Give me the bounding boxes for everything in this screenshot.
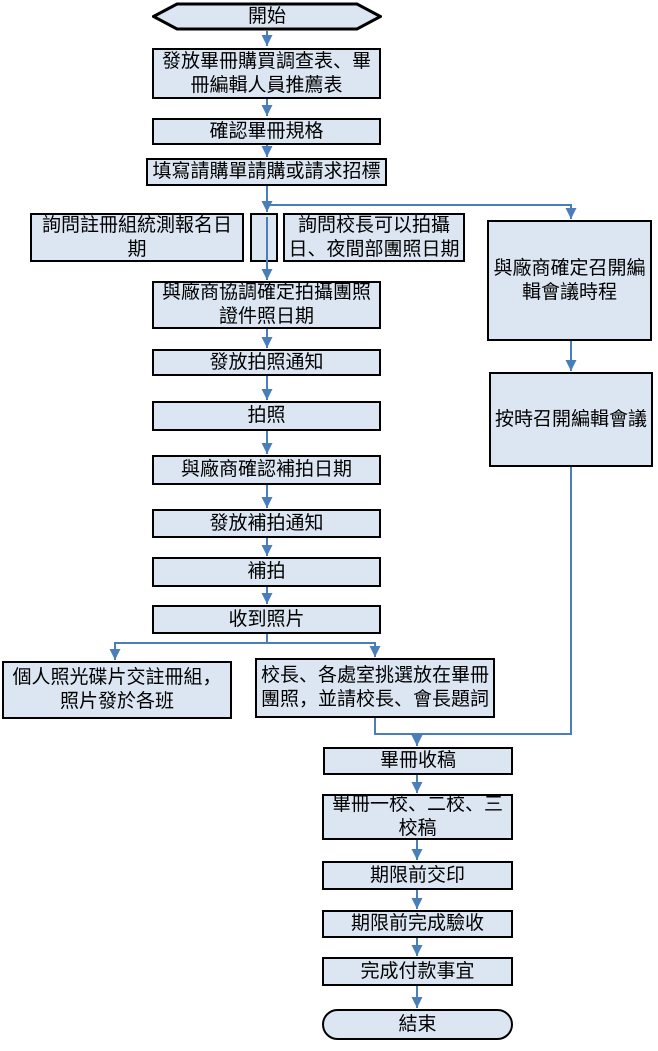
flow-node-schedule-editorial-meeting: 與廠商確定召開編 輯會議時程 — [487, 220, 652, 341]
node-label: 完成付款事宜 — [360, 960, 475, 982]
node-label: 期限前交印 — [369, 864, 465, 886]
node-label: 按時召開編輯會議 — [494, 408, 647, 430]
node-label: 補拍 — [247, 561, 286, 582]
flow-node-end: 結束 — [322, 1009, 513, 1040]
node-label: 確認畢冊規格 — [209, 120, 324, 142]
node-label: 畢冊一校、二校、三 校稿 — [331, 794, 503, 839]
flow-node-photo-notice: 發放拍照通知 — [152, 349, 381, 376]
node-label: 發放補拍通知 — [209, 512, 324, 534]
node-label: 填寫請購單請購或請求招標 — [152, 161, 381, 182]
node-label: 發放畢冊購買調查表、畢 冊編輯人員推薦表 — [161, 50, 371, 96]
flow-node-ask-registration: 詢問註冊組統測報名日期 — [30, 213, 244, 262]
hexagon-shape — [152, 2, 382, 31]
node-label: 畢冊收稿 — [379, 750, 456, 771]
flow-node-receive-photos: 收到照片 — [152, 605, 381, 634]
flow-node-take-photos: 拍照 — [152, 401, 381, 431]
flow-node-ask-principal: 詢問校長可以拍攝 日、夜間部團照日期 — [283, 213, 465, 262]
node-label: 開始 — [247, 5, 286, 27]
node-label: 校長、各處室挑選放在畢冊 團照，並請校長、會長題詞 — [260, 665, 489, 710]
flow-arrow-split-left — [109, 634, 268, 660]
flow-node-purchase-request: 填寫請購單請購或請求招標 — [146, 158, 387, 186]
node-label: 與廠商協調確定拍攝團照 證件照日期 — [161, 282, 371, 327]
flow-node-acceptance-deadline: 期限前完成驗收 — [322, 910, 513, 938]
flow-node-coordinate-photo-dates: 與廠商協調確定拍攝團照 證件照日期 — [152, 281, 381, 329]
flow-node-select-group-photos: 校長、各處室挑選放在畢冊 團照，並請校長、會長題詞 — [255, 658, 495, 718]
flow-node-makeup-notice: 發放補拍通知 — [152, 509, 381, 538]
flow-node-makeup-shoot: 補拍 — [152, 557, 381, 587]
junction-box — [250, 213, 278, 262]
node-label: 發放拍照通知 — [209, 351, 324, 373]
node-label: 個人照光碟片交註冊組， 照片發於各班 — [12, 667, 222, 712]
flow-node-proofreading: 畢冊一校、二校、三 校稿 — [322, 794, 513, 840]
flow-arrow-split-right — [267, 642, 381, 657]
node-label: 詢問校長可以拍攝 日、夜間部團照日期 — [288, 214, 460, 260]
flow-node-collect-manuscripts: 畢冊收稿 — [323, 747, 513, 775]
flow-node-hold-editorial-meeting: 按時召開編輯會議 — [489, 372, 653, 467]
node-label: 與廠商確認補拍日期 — [180, 459, 352, 480]
node-label: 結束 — [398, 1013, 437, 1035]
node-label: 拍照 — [247, 405, 286, 426]
flow-node-print-deadline: 期限前交印 — [322, 861, 513, 890]
node-label: 收到照片 — [228, 608, 305, 630]
node-label: 與廠商確定召開編 輯會議時程 — [493, 257, 646, 303]
flow-node-confirm-spec: 確認畢冊規格 — [152, 118, 381, 145]
node-label: 期限前完成驗收 — [350, 913, 484, 934]
flow-node-start: 開始 — [152, 2, 382, 31]
node-label: 詢問註冊組統測報名日期 — [41, 214, 232, 260]
flow-node-payment: 完成付款事宜 — [322, 957, 513, 986]
flow-node-personal-photos-cd: 個人照光碟片交註冊組， 照片發於各班 — [2, 661, 232, 719]
flow-node-distribute-survey: 發放畢冊購買調查表、畢 冊編輯人員推薦表 — [152, 48, 381, 99]
flow-node-confirm-makeup-date: 與廠商確認補拍日期 — [152, 455, 381, 485]
